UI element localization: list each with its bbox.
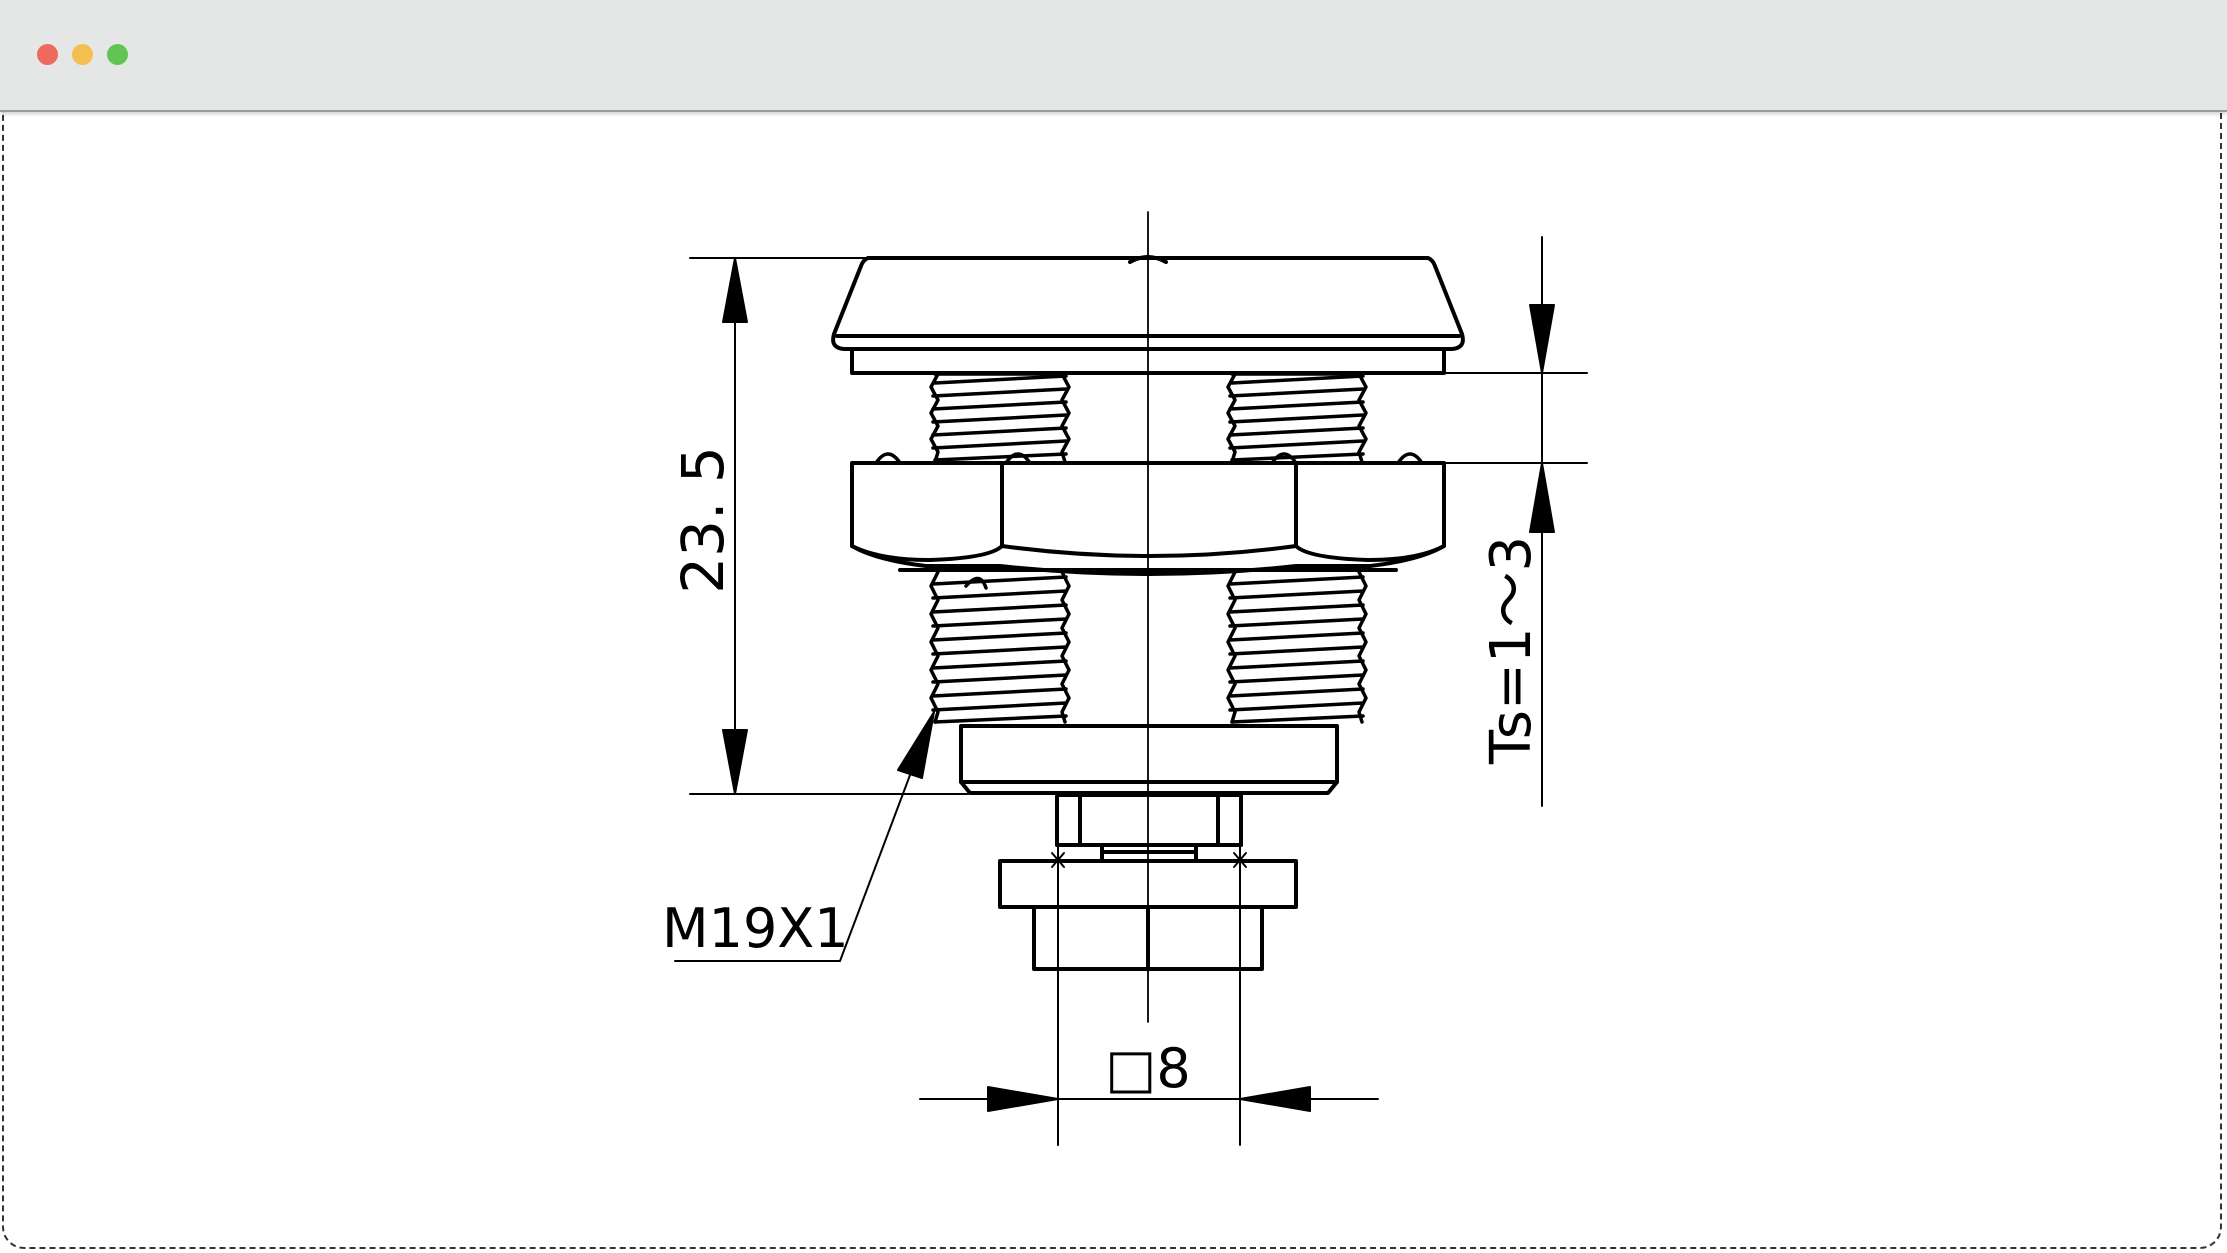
- square-dimension: [919, 844, 1379, 1146]
- title-bar: [0, 0, 2227, 112]
- thread-leader: [674, 711, 935, 962]
- nut-bumps: [874, 452, 1424, 465]
- square-shaft: [1055, 793, 1243, 862]
- lower-thread-left: [929, 570, 1071, 724]
- upper-thread-right: [1226, 372, 1368, 464]
- button-head: [831, 255, 1465, 375]
- thread-label: M19X1: [662, 897, 849, 960]
- body-collar: [959, 724, 1339, 795]
- square-drive-label: □8: [1105, 1037, 1190, 1100]
- lower-thread-right: [1226, 570, 1368, 724]
- hex-nut: [850, 461, 1446, 576]
- height-dimension-label: 23. 5: [669, 446, 737, 594]
- maximize-window-button[interactable]: [107, 44, 128, 65]
- minimize-window-button[interactable]: [72, 44, 93, 65]
- retaining-nut: [1032, 905, 1264, 971]
- drawing-canvas: [2, 110, 2222, 1249]
- thickness-dimension: [1443, 236, 1588, 807]
- height-dimension: [689, 257, 969, 795]
- upper-thread-left: [929, 372, 1071, 464]
- close-window-button[interactable]: [37, 44, 58, 65]
- thickness-dimension-label: Ts=1～3: [1479, 536, 1544, 765]
